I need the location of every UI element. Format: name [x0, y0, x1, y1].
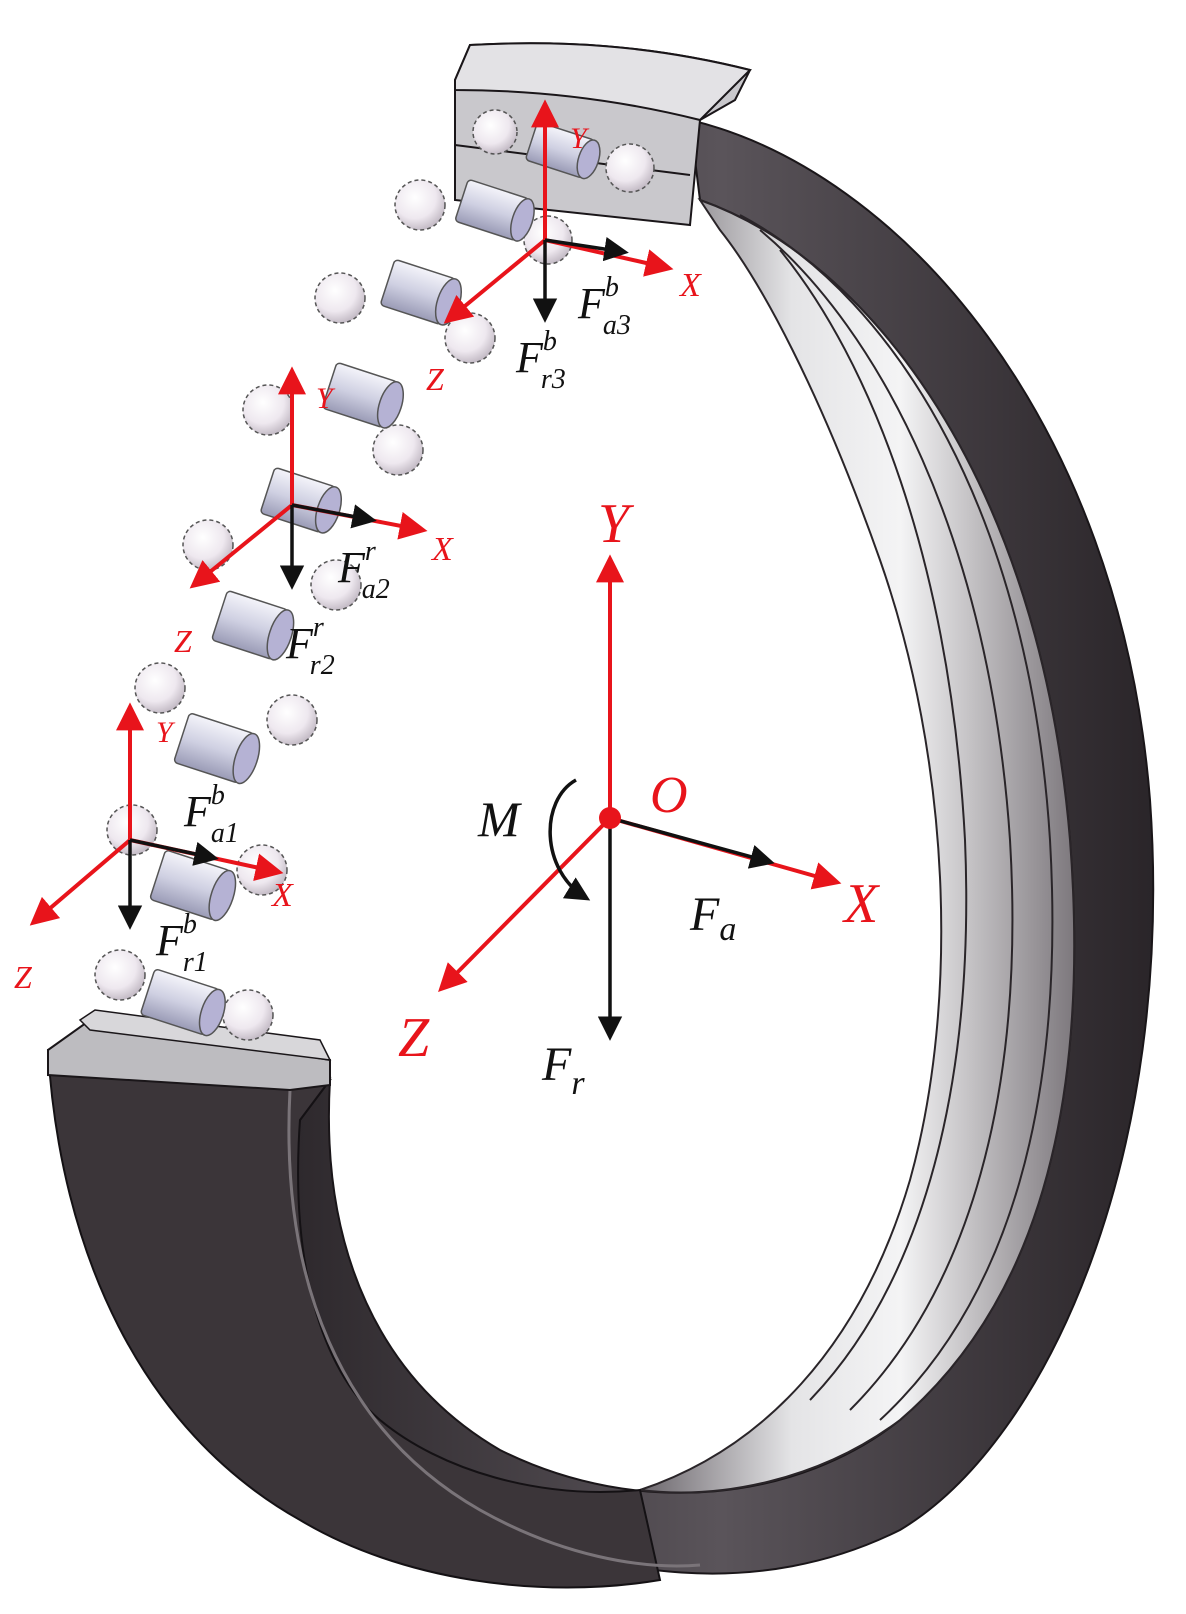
rolling-elements — [94, 109, 655, 1041]
origin-point — [599, 807, 621, 829]
global-axial-force-label: Fa — [689, 888, 736, 948]
ball — [314, 272, 366, 324]
global-y-label: Y — [598, 493, 635, 555]
local-axial-force-arrow — [129, 838, 219, 866]
ball — [182, 519, 234, 571]
bearing-ring — [46, 42, 1155, 1589]
roller — [322, 362, 405, 429]
raceway-groove-2 — [759, 229, 1014, 1411]
ball — [310, 559, 362, 611]
ball — [242, 384, 294, 436]
moment-arc-arrow — [548, 778, 591, 901]
raceway-groove-1 — [739, 214, 1054, 1421]
global-radial-force-label: Fr — [541, 1038, 585, 1102]
local-z-axis-arrow — [189, 503, 294, 589]
local-axial-force-arrow — [291, 503, 377, 529]
local-z-axis-arrow — [29, 838, 132, 926]
ball — [605, 143, 655, 193]
global-frame: Y X Z O M Fa Fr — [398, 493, 881, 1102]
ball — [222, 989, 274, 1041]
ball — [444, 312, 496, 364]
roller — [173, 713, 261, 785]
moment-label: M — [477, 791, 522, 847]
local-y-label: Y — [570, 122, 590, 155]
ball — [394, 179, 446, 231]
local-y-label: Y — [316, 382, 336, 415]
ball — [266, 694, 318, 746]
ball — [472, 109, 518, 155]
local-z-label: Z — [426, 361, 445, 397]
origin-label: O — [650, 767, 688, 824]
ring-upper-cap — [454, 42, 752, 122]
local-axial-force-arrow — [544, 236, 629, 262]
ring-inner-raceway — [639, 198, 1076, 1494]
local-x-label: X — [678, 267, 702, 304]
local-z-label: Z — [14, 959, 33, 995]
roller — [140, 968, 226, 1037]
global-z-axis-arrow — [438, 816, 612, 992]
global-axial-force-arrow — [609, 816, 775, 869]
roller — [455, 179, 535, 242]
global-x-label: X — [842, 873, 881, 935]
local-x-label: X — [270, 877, 294, 914]
local-y-label: Y — [156, 716, 176, 749]
roller — [260, 467, 343, 534]
raceway-groove-3 — [779, 249, 968, 1401]
local-z-label: Z — [174, 623, 193, 659]
ring-lower-edge — [287, 1089, 701, 1568]
local-x-label: X — [430, 531, 454, 568]
ball — [94, 949, 146, 1001]
roller — [211, 590, 295, 661]
ball — [134, 662, 186, 714]
ring-lower-segment — [46, 1043, 662, 1589]
local-z-axis-arrow — [443, 238, 547, 324]
global-z-label: Z — [398, 1007, 430, 1069]
roller — [149, 850, 237, 922]
ball — [372, 424, 424, 476]
